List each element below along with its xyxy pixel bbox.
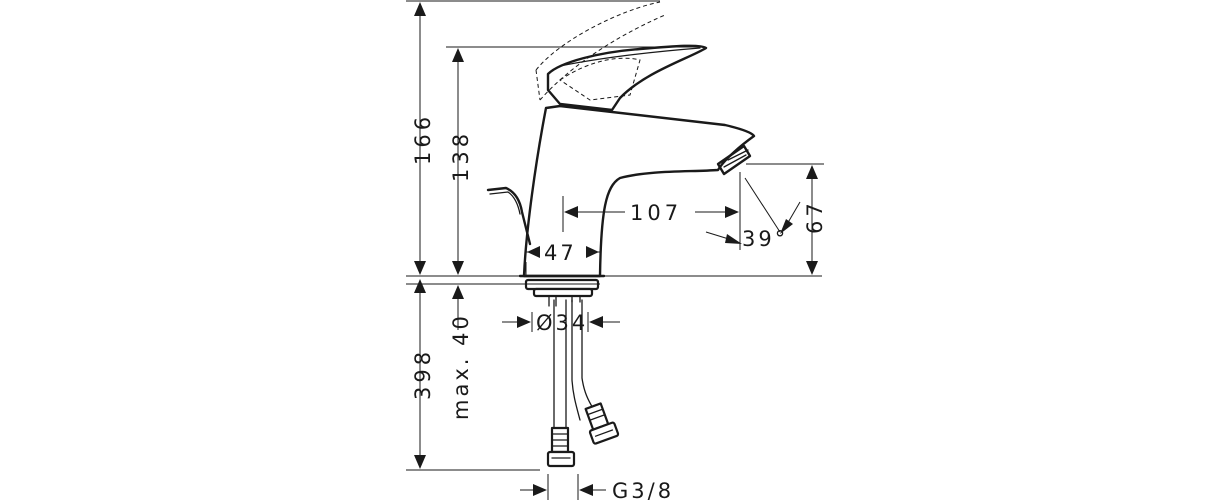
dim-connection-thread-label: G3/8 <box>612 479 674 502</box>
dim-spout-reach: 107 <box>562 172 741 250</box>
lever-open-position <box>535 1 666 101</box>
dim-spray-angle: 39° <box>705 177 801 251</box>
dim-max-counter-thickness: max. 40 <box>449 285 473 420</box>
dim-spout-reach-label: 107 <box>630 201 682 225</box>
dim-hose-length-label: 398 <box>411 348 435 400</box>
dim-base-diameter: 47 <box>525 241 601 276</box>
dim-hose-length: 398 <box>406 279 540 471</box>
dim-max-counter-thickness-label: max. 40 <box>449 313 473 420</box>
dim-outlet-height: 67 <box>746 163 827 275</box>
dim-spray-angle-label: 39° <box>742 227 788 251</box>
dim-outlet-height-label: 67 <box>803 199 827 234</box>
dim-spout-height: 138 <box>446 46 706 275</box>
dim-bore-diameter: Ø34 <box>502 311 620 335</box>
supply-hoses <box>546 299 620 468</box>
dim-bore-diameter-label: Ø34 <box>536 311 588 335</box>
lever-closed <box>546 44 708 112</box>
dim-spout-height-label: 138 <box>449 130 473 182</box>
dim-total-height: 166 <box>406 0 660 275</box>
dim-connection-thread: G3/8 <box>520 474 674 502</box>
dim-total-height-label: 166 <box>411 113 435 165</box>
dim-base-diameter-label: 47 <box>544 241 577 265</box>
popup-rod <box>486 186 532 246</box>
